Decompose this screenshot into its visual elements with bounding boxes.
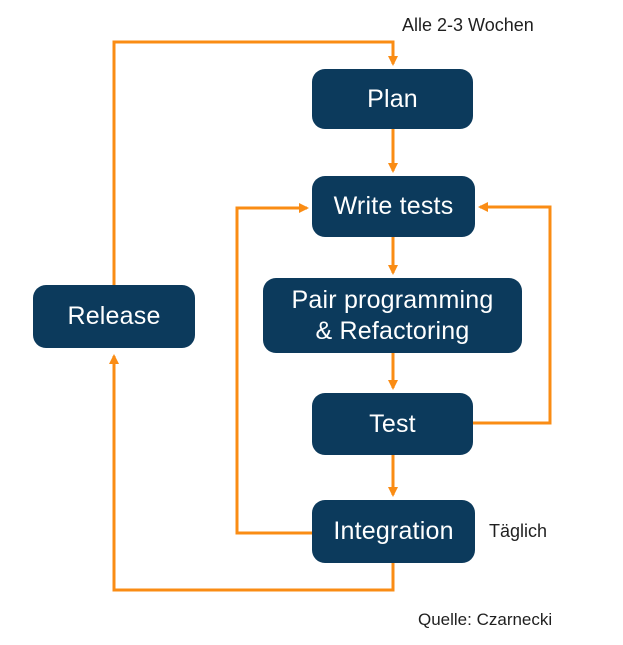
arrow-integration-to-release [109, 354, 395, 592]
daily-label: Täglich [489, 521, 548, 541]
node-write-tests: Write tests [312, 176, 475, 237]
node-integration-label: Integration [333, 517, 454, 546]
cycle-duration-label: Alle 2-3 Wochen [402, 15, 534, 35]
arrow-integration-to-write-tests [235, 203, 312, 535]
arrow-release-to-plan [112, 40, 398, 285]
node-integration: Integration [312, 500, 475, 563]
node-plan-label: Plan [367, 84, 418, 113]
node-pair-programming-label-line2: & Refactoring [315, 316, 470, 345]
node-release: Release [33, 285, 195, 348]
source-credit-label: Quelle: Czarnecki [418, 610, 553, 629]
node-write-tests-label: Write tests [333, 192, 454, 221]
arrow-test-to-write-tests [473, 202, 552, 425]
node-test-label: Test [369, 409, 416, 438]
node-plan: Plan [312, 69, 473, 129]
node-pair-programming-label-line1: Pair programming [291, 286, 494, 314]
node-test: Test [312, 393, 473, 455]
node-pair-programming: Pair programming & Refactoring [263, 278, 522, 353]
node-release-label: Release [67, 302, 161, 331]
